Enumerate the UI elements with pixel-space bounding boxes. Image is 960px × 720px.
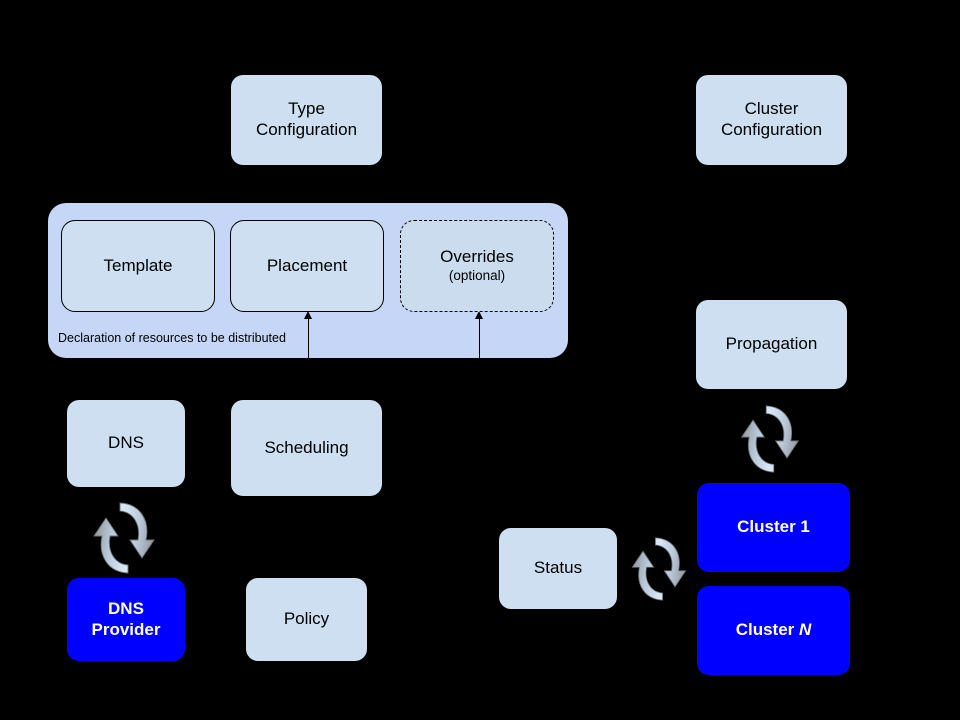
node-dns-provider[interactable]: DNS Provider [67,578,185,661]
panel-caption: Declaration of resources to be distribut… [58,331,286,345]
node-cluster-n-label-prefix: Cluster [735,620,799,640]
node-overrides[interactable]: Overrides (optional) [400,220,554,312]
node-propagation-label: Propagation [725,334,818,354]
arrowhead-overrides-up [474,311,483,319]
node-overrides-label: Overrides [440,247,514,267]
node-dns-provider-label: DNS Provider [91,598,161,639]
node-cluster-1-label: Cluster 1 [737,517,810,538]
node-template-label: Template [103,255,173,275]
node-scheduling[interactable]: Scheduling [231,400,382,496]
node-cluster-1-label-prefix: Cluster [737,517,801,537]
node-dns[interactable]: DNS [67,400,185,487]
node-type-configuration-label: Type Configuration [255,99,358,139]
node-cluster-n[interactable]: Cluster N [697,586,850,675]
node-policy-label: Policy [283,609,330,629]
node-cluster-1[interactable]: Cluster 1 [697,483,850,572]
node-status[interactable]: Status [499,528,617,609]
node-policy[interactable]: Policy [246,578,367,661]
node-dns-label: DNS [108,433,144,453]
node-overrides-sublabel: (optional) [448,268,506,284]
node-cluster-configuration[interactable]: Cluster Configuration [696,75,847,165]
node-placement-label: Placement [266,255,348,275]
node-propagation[interactable]: Propagation [696,300,847,389]
connector-scheduling-to-placement [308,318,309,358]
node-cluster-n-label: Cluster N [736,620,812,641]
sync-arrows-icon-propagation [736,399,804,479]
node-status-label: Status [533,558,583,578]
node-placement[interactable]: Placement [230,220,384,312]
node-cluster-n-label-suffix: N [799,620,812,640]
sync-arrows-icon-dns [88,496,160,580]
node-template[interactable]: Template [61,220,215,312]
sync-arrows-icon-status [627,526,691,612]
node-scheduling-label: Scheduling [264,437,349,457]
node-cluster-1-label-suffix: 1 [800,517,810,537]
node-cluster-configuration-label: Cluster Configuration [720,99,823,139]
connector-policy-to-overrides [479,318,480,358]
arrowhead-placement-up [303,311,312,319]
node-type-configuration[interactable]: Type Configuration [231,75,382,165]
